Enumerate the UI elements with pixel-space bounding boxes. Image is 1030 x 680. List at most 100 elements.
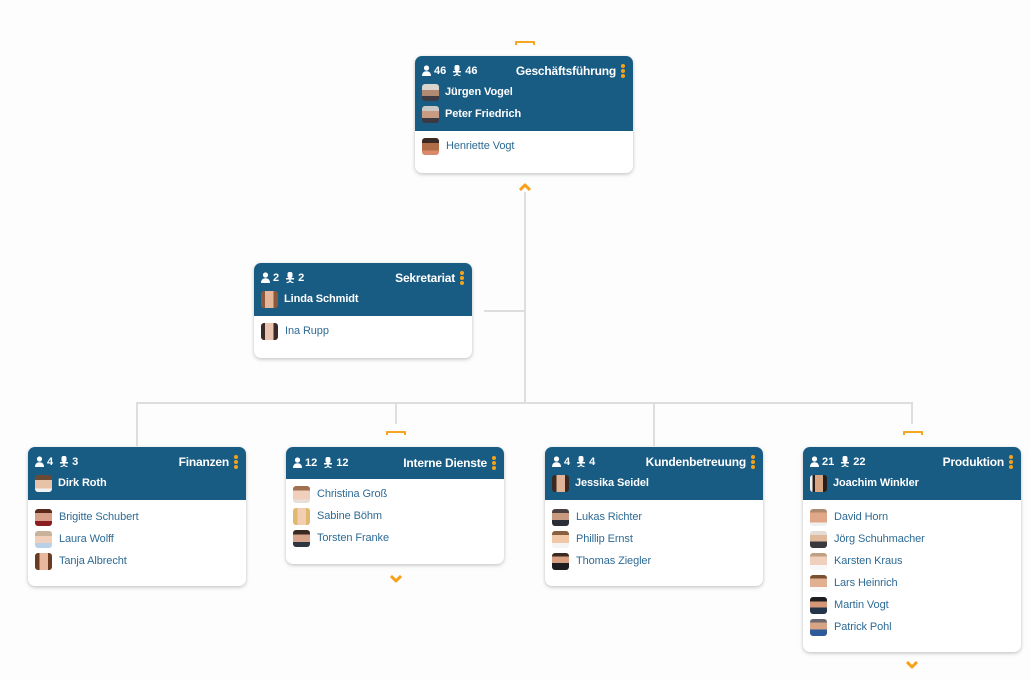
desk-chair-icon bbox=[60, 456, 69, 467]
person-icon bbox=[810, 456, 819, 467]
person-icon bbox=[261, 272, 270, 283]
employee-count: 4 bbox=[552, 456, 570, 468]
chevron-down-icon[interactable] bbox=[390, 575, 402, 583]
org-unit-card-sekretariat[interactable]: 2 2 Sekretariat Linda Schmidt Ina Rupp bbox=[254, 263, 472, 358]
manager-row[interactable]: Peter Friedrich bbox=[422, 103, 626, 125]
vertical-dots-icon[interactable] bbox=[1009, 454, 1013, 469]
connector-kundenbetreuung bbox=[653, 402, 655, 446]
card-body: Brigitte Schubert Laura Wolff Tanja Albr… bbox=[28, 500, 246, 572]
avatar bbox=[422, 83, 439, 101]
unit-title: Interne Dienste bbox=[403, 455, 487, 470]
member-row[interactable]: Lukas Richter bbox=[552, 506, 756, 528]
desk-chair-icon bbox=[577, 456, 586, 467]
org-unit-card-kundenbetreuung[interactable]: 4 4 Kundenbetreuung Jessika Seidel Lukas… bbox=[545, 447, 763, 586]
expand-bracket-icon[interactable] bbox=[903, 431, 923, 435]
employee-count: 21 bbox=[810, 456, 834, 468]
avatar bbox=[810, 552, 827, 570]
position-count: 2 bbox=[285, 272, 304, 284]
member-row[interactable]: Laura Wolff bbox=[35, 528, 239, 550]
member-row[interactable]: Ina Rupp bbox=[261, 320, 465, 342]
member-row[interactable]: Sabine Böhm bbox=[293, 505, 497, 527]
manager-row[interactable]: Linda Schmidt bbox=[261, 288, 465, 310]
member-row[interactable]: Henriette Vogt bbox=[422, 135, 626, 157]
card-body: Christina Groß Sabine Böhm Torsten Frank… bbox=[286, 479, 504, 549]
member-row[interactable]: Thomas Ziegler bbox=[552, 550, 756, 572]
expand-bracket-icon[interactable] bbox=[386, 431, 406, 435]
org-unit-card-interne-dienste[interactable]: 12 12 Interne Dienste Christina Groß Sab… bbox=[286, 447, 504, 564]
org-unit-card-finanzen[interactable]: 4 3 Finanzen Dirk Roth Brigitte Schubert… bbox=[28, 447, 246, 586]
member-row[interactable]: Karsten Kraus bbox=[810, 550, 1014, 572]
position-count: 46 bbox=[452, 65, 478, 77]
member-row[interactable]: Tanja Albrecht bbox=[35, 550, 239, 572]
vertical-dots-icon[interactable] bbox=[751, 454, 755, 469]
position-count: 4 bbox=[576, 456, 595, 468]
avatar bbox=[422, 137, 439, 155]
expand-parent-bracket-icon[interactable] bbox=[515, 41, 535, 45]
avatar bbox=[293, 507, 310, 525]
member-row[interactable]: Torsten Franke bbox=[293, 527, 497, 549]
connector-root-vertical bbox=[524, 192, 526, 404]
card-body: Ina Rupp bbox=[254, 316, 472, 342]
avatar bbox=[35, 552, 52, 570]
chevron-down-icon[interactable] bbox=[906, 661, 918, 669]
member-row[interactable]: Jörg Schuhmacher bbox=[810, 528, 1014, 550]
card-header: 4 4 Kundenbetreuung Jessika Seidel bbox=[545, 447, 763, 500]
avatar bbox=[293, 485, 310, 503]
connector-interne-dienste bbox=[395, 402, 397, 424]
connector-horizontal-bar bbox=[136, 402, 913, 404]
position-count: 22 bbox=[840, 456, 866, 468]
employee-count: 4 bbox=[35, 456, 53, 468]
avatar bbox=[552, 508, 569, 526]
employee-count: 12 bbox=[293, 457, 317, 469]
member-row[interactable]: Martin Vogt bbox=[810, 594, 1014, 616]
avatar bbox=[810, 474, 827, 492]
desk-chair-icon bbox=[841, 456, 850, 467]
position-count: 12 bbox=[323, 457, 349, 469]
person-icon bbox=[422, 65, 431, 76]
member-row[interactable]: Patrick Pohl bbox=[810, 616, 1014, 638]
vertical-dots-icon[interactable] bbox=[460, 270, 464, 285]
card-header: 21 22 Produktion Joachim Winkler bbox=[803, 447, 1021, 500]
manager-row[interactable]: Jürgen Vogel bbox=[422, 81, 626, 103]
member-row[interactable]: Lars Heinrich bbox=[810, 572, 1014, 594]
avatar bbox=[422, 105, 439, 123]
avatar bbox=[810, 618, 827, 636]
position-count: 3 bbox=[59, 456, 78, 468]
card-body: Lukas Richter Phillip Ernst Thomas Ziegl… bbox=[545, 500, 763, 572]
card-header: 4 3 Finanzen Dirk Roth bbox=[28, 447, 246, 500]
manager-row[interactable]: Jessika Seidel bbox=[552, 472, 756, 494]
member-row[interactable]: David Horn bbox=[810, 506, 1014, 528]
connector-finanzen bbox=[136, 402, 138, 446]
vertical-dots-icon[interactable] bbox=[492, 455, 496, 470]
card-body: Henriette Vogt bbox=[415, 131, 633, 157]
avatar bbox=[552, 552, 569, 570]
vertical-dots-icon[interactable] bbox=[621, 63, 625, 78]
person-icon bbox=[293, 457, 302, 468]
avatar bbox=[552, 474, 569, 492]
unit-title: Geschäftsführung bbox=[515, 63, 616, 78]
person-icon bbox=[35, 456, 44, 467]
member-row[interactable]: Brigitte Schubert bbox=[35, 506, 239, 528]
manager-row[interactable]: Joachim Winkler bbox=[810, 472, 1014, 494]
org-unit-card-produktion[interactable]: 21 22 Produktion Joachim Winkler David H… bbox=[803, 447, 1021, 652]
member-row[interactable]: Phillip Ernst bbox=[552, 528, 756, 550]
avatar bbox=[35, 508, 52, 526]
card-header: 46 46 Geschäftsführung Jürgen Vogel Pete… bbox=[415, 56, 633, 131]
avatar bbox=[552, 530, 569, 548]
manager-row[interactable]: Dirk Roth bbox=[35, 472, 239, 494]
connector-produktion bbox=[911, 402, 913, 424]
org-unit-card-geschaeftsfuehrung[interactable]: 46 46 Geschäftsführung Jürgen Vogel Pete… bbox=[415, 56, 633, 173]
chevron-up-icon[interactable] bbox=[519, 183, 531, 191]
desk-chair-icon bbox=[286, 272, 295, 283]
unit-title: Finanzen bbox=[178, 454, 230, 469]
avatar bbox=[810, 508, 827, 526]
connector-secretariat bbox=[484, 310, 525, 312]
unit-title: Produktion bbox=[942, 454, 1005, 469]
desk-chair-icon bbox=[324, 457, 333, 468]
unit-title: Kundenbetreuung bbox=[645, 454, 747, 469]
avatar bbox=[261, 322, 278, 340]
employee-count: 46 bbox=[422, 65, 446, 77]
member-row[interactable]: Christina Groß bbox=[293, 483, 497, 505]
vertical-dots-icon[interactable] bbox=[234, 454, 238, 469]
avatar bbox=[810, 530, 827, 548]
